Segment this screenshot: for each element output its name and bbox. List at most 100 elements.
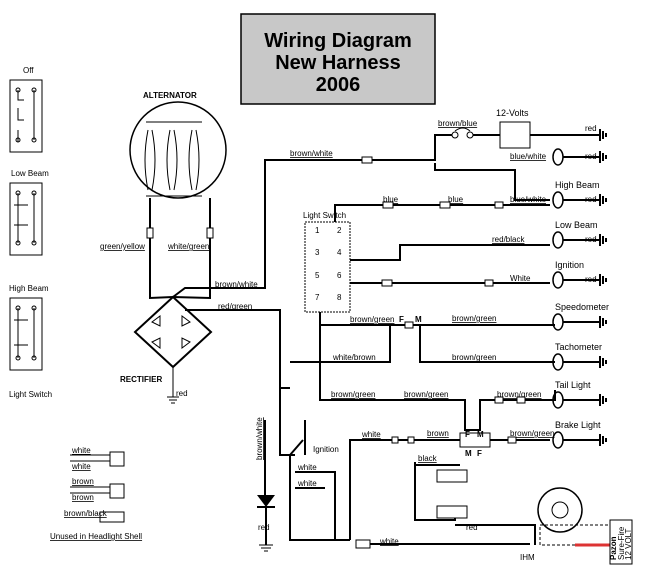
- title-box: Wiring Diagram New Harness 2006: [240, 13, 436, 105]
- lamp-label-low-beam: Low Beam: [555, 220, 598, 230]
- wire-label-brown-blue: brown/blue: [438, 119, 478, 128]
- wire-label-brown-green-brake: brown/green: [510, 429, 554, 438]
- speedo-f: F: [399, 315, 404, 324]
- wire-label-green-yellow: green/yellow: [100, 242, 145, 251]
- wire-label-brown-green-3: brown/green: [452, 353, 496, 362]
- ignition-switch-label: Ignition: [313, 445, 339, 454]
- pazon-volt: 12 VOLT: [624, 528, 633, 560]
- wire-label-white-2: white: [297, 479, 317, 488]
- switch-position-off: Off: [9, 66, 43, 153]
- harness-wires: brown/white brown/white brown/blue 12-Vo…: [172, 108, 570, 552]
- ground-label: red: [585, 124, 597, 133]
- wire-label-brown-green-1: brown/green: [350, 315, 394, 324]
- ground-symbol: [563, 316, 607, 328]
- switch-caption: Light Switch: [9, 390, 52, 399]
- ground-symbol: [563, 394, 607, 406]
- light-switch-terminal-5: 5: [315, 271, 320, 280]
- ground-label: red: [585, 235, 597, 244]
- switch-low-label: Low Beam: [11, 169, 49, 178]
- light-switch-terminal-2: 2: [337, 226, 342, 235]
- wire-label-brown-brake: brown: [427, 429, 449, 438]
- wire-label-red-green: red/green: [218, 302, 252, 311]
- diode: [257, 495, 275, 507]
- pazon-brand: Pazon: [609, 536, 618, 560]
- connector: [146, 227, 154, 239]
- wire-label-white-brown: white/brown: [332, 353, 376, 362]
- wire-label-brown-white-rect: brown/white: [215, 280, 258, 289]
- light-switch-label: Light Switch: [303, 211, 346, 220]
- lamp-label-speedometer: Speedometer: [555, 302, 609, 312]
- lamp-label-tail-light: Tail Light: [555, 380, 591, 390]
- wire-label-white-green: white/green: [167, 242, 209, 251]
- wire-label-white-1: white: [297, 463, 317, 472]
- rectifier-red: red: [176, 389, 188, 398]
- ground-symbol: [570, 129, 607, 141]
- ground-label: red: [585, 275, 597, 284]
- wire-label-blue-white-2: blue/white: [510, 195, 547, 204]
- alternator-label: ALTERNATOR: [143, 91, 197, 100]
- switch-off-label: Off: [23, 66, 34, 75]
- wire-label-blue-1: blue: [383, 195, 399, 204]
- lamp-label-high-beam: High Beam: [555, 180, 600, 190]
- wire-label-white-ign: White: [510, 274, 531, 283]
- switch-high-label: High Beam: [9, 284, 49, 293]
- switch-position-low-beam: Low Beam: [9, 169, 49, 256]
- speedo-m: M: [415, 315, 422, 324]
- ground-symbol: [563, 234, 607, 246]
- unused-wires: white white brown brown brown/black Unus…: [50, 446, 142, 541]
- unused-white-2: white: [71, 462, 91, 471]
- brake-f-bottom: F: [477, 449, 482, 458]
- ground-symbol: [563, 356, 607, 368]
- ihm-label: IHM: [520, 553, 535, 562]
- ground-label: red: [585, 195, 597, 204]
- rectifier-label: RECTIFIER: [120, 375, 162, 384]
- ground-symbol: [563, 274, 607, 286]
- light-switch-terminal-6: 6: [337, 271, 342, 280]
- ground-symbol: [563, 151, 607, 163]
- switch-position-high-beam: High Beam Light Switch: [9, 284, 52, 399]
- lamp-bulb: [552, 271, 564, 289]
- twelve-volts-label: 12-Volts: [496, 108, 529, 118]
- unused-caption: Unused in Headlight Shell: [50, 532, 142, 541]
- title-line1: Wiring Diagram: [264, 30, 412, 52]
- wire-label-blue-white-1: blue/white: [510, 152, 547, 161]
- wire-label-brown-green-6: brown/green: [497, 390, 541, 399]
- lamp-label-ignition-lamp: Ignition: [555, 260, 584, 270]
- rectifier: RECTIFIER red: [120, 295, 213, 404]
- wire-label-black: black: [418, 454, 438, 463]
- title-line2: New Harness: [275, 52, 401, 74]
- title-line3: 2006: [316, 74, 361, 96]
- light-switch-terminal-3: 3: [315, 248, 320, 257]
- wire-label-red-black: red/black: [492, 235, 525, 244]
- pazon-sub: Sure-Fire: [617, 526, 626, 560]
- wire-label-brown-green-4: brown/green: [331, 390, 375, 399]
- lamp-label-brake-light: Brake Light: [555, 420, 601, 430]
- brake-f-top: F: [465, 430, 470, 439]
- ihm-module: IHM Pazon Sure-Fire 12 VOLT: [520, 487, 633, 565]
- lamp-bulb: [552, 313, 564, 331]
- pazon-red: red: [466, 523, 478, 532]
- light-switch-terminal-8: 8: [337, 293, 342, 302]
- light-switch-terminal-1: 1: [315, 226, 320, 235]
- brake-m-bottom: M: [465, 449, 472, 458]
- unused-brown-1: brown: [72, 477, 94, 486]
- lamp-bulb: [552, 431, 564, 449]
- wire-label-white-3: white: [379, 537, 399, 546]
- wire-label-blue-2: blue: [448, 195, 464, 204]
- unused-brown-2: brown: [72, 493, 94, 502]
- lamp-bulb: [552, 191, 564, 209]
- diode-red: red: [258, 523, 270, 532]
- lamp-bulb: [552, 148, 564, 166]
- unused-brown-black: brown/black: [64, 509, 108, 518]
- wire-label-brown-white-top: brown/white: [290, 149, 333, 158]
- wire-label-brown-green-2: brown/green: [452, 314, 496, 323]
- lamp-label-tachometer: Tachometer: [555, 342, 602, 352]
- wire-label-white-brake: white: [361, 430, 381, 439]
- connector: [206, 227, 214, 239]
- wire-label-brown-white-vert: brown/white: [255, 417, 264, 460]
- light-switch-terminal-7: 7: [315, 293, 320, 302]
- ground-label: red: [585, 152, 597, 161]
- light-switch-terminal-4: 4: [337, 248, 342, 257]
